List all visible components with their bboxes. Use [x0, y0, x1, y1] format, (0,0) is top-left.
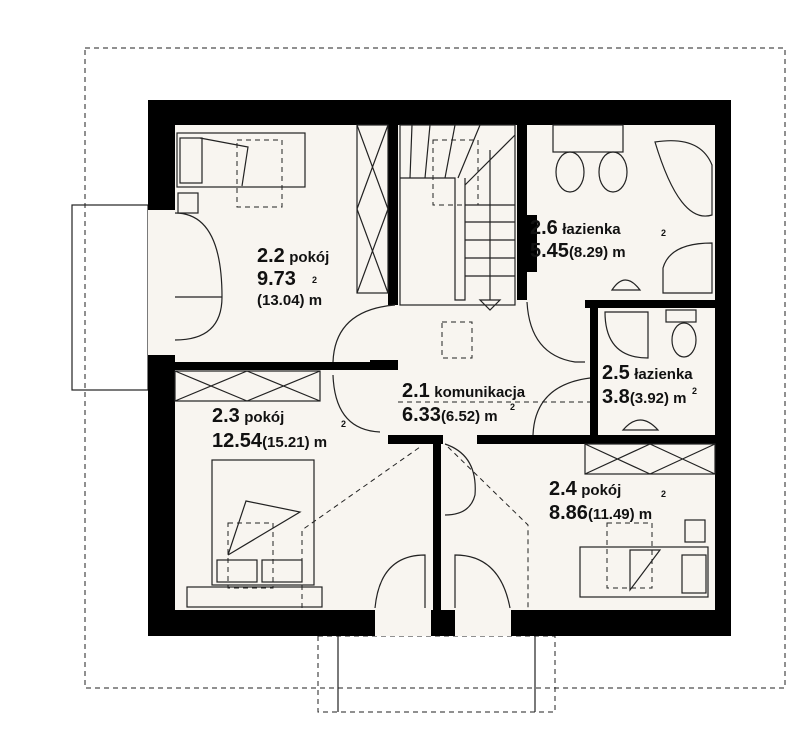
room-number: 2.4 — [549, 478, 578, 500]
room-area-gross: (8.29) m — [569, 244, 626, 261]
room-label-2-1: 2.1 komunikacja 6.33(6.52) m 2 — [402, 380, 526, 426]
room-number: 2.5 — [602, 362, 630, 384]
bed — [176, 132, 306, 214]
room-number: 2.1 — [402, 380, 430, 402]
unit-superscript: 2 — [312, 275, 317, 285]
room-area: 6.33 — [402, 404, 441, 426]
room-area-gross: (3.92) m — [630, 390, 687, 407]
bathroom-fixtures — [552, 124, 713, 431]
room-label-2-2: 2.2 pokój 9.73 (13.04) m 2 — [257, 245, 329, 309]
svg-text:2.6 łazienka: 2.6 łazienka — [530, 217, 621, 239]
room-number: 2.2 — [257, 245, 285, 267]
room-number: 2.3 — [212, 405, 240, 427]
window-opening — [375, 608, 431, 636]
double-bed — [186, 459, 323, 608]
room-name: pokój — [289, 249, 329, 266]
room-area-gross: (6.52) m — [441, 408, 498, 425]
unit-superscript: 2 — [341, 419, 346, 429]
svg-text:8.86(11.49) m: 8.86(11.49) m — [549, 502, 652, 524]
room-name: komunikacja — [434, 384, 526, 401]
roof-outline — [84, 47, 786, 689]
room-area: 5.45 — [530, 240, 569, 262]
svg-text:6.33(6.52) m: 6.33(6.52) m — [402, 404, 498, 426]
wardrobe — [174, 124, 716, 475]
unit-superscript: 2 — [661, 228, 666, 238]
room-area: 9.73 — [257, 268, 296, 290]
interior-walls — [175, 125, 715, 610]
unit-superscript: 2 — [510, 402, 515, 412]
room-name: pokój — [581, 482, 621, 499]
room-area-gross: (11.49) m — [588, 506, 652, 523]
bed — [579, 519, 709, 598]
attic-hatch — [441, 321, 473, 359]
room-name: łazienka — [562, 221, 621, 238]
svg-text:3.8(3.92) m: 3.8(3.92) m — [602, 386, 687, 408]
svg-text:12.54(15.21) m: 12.54(15.21) m — [212, 430, 327, 452]
svg-text:5.45(8.29) m: 5.45(8.29) m — [530, 240, 626, 262]
svg-text:2.2 pokój: 2.2 pokój — [257, 245, 329, 267]
room-label-2-4: 2.4 pokój 8.86(11.49) m 2 — [549, 478, 666, 524]
room-name: pokój — [244, 409, 284, 426]
room-number: 2.6 — [530, 217, 558, 239]
unit-superscript: 2 — [661, 489, 666, 499]
staircase — [399, 124, 516, 311]
room-area: 3.8 — [602, 386, 630, 408]
room-area: 8.86 — [549, 502, 588, 524]
entrance-roof-outline — [317, 635, 556, 713]
unit-superscript: 2 — [692, 386, 697, 396]
doors — [174, 212, 591, 609]
room-area-gross: (13.04) m — [257, 292, 322, 309]
room-label-2-5: 2.5 łazienka 3.8(3.92) m 2 — [602, 362, 697, 408]
window-opening — [455, 608, 511, 636]
room-area-gross: (15.21) m — [262, 434, 327, 451]
room-label-2-3: 2.3 pokój 12.54(15.21) m 2 — [212, 405, 346, 452]
room-name: łazienka — [634, 366, 693, 383]
balcony-door-opening — [148, 210, 175, 355]
svg-text:2.1 komunikacja: 2.1 komunikacja — [402, 380, 526, 402]
svg-text:2.5 łazienka: 2.5 łazienka — [602, 362, 693, 384]
svg-text:2.3 pokój: 2.3 pokój — [212, 405, 284, 427]
room-label-2-6: 2.6 łazienka 5.45(8.29) m 2 — [530, 217, 666, 262]
svg-text:2.4 pokój: 2.4 pokój — [549, 478, 621, 500]
balcony-outline — [71, 204, 149, 391]
room-area: 12.54 — [212, 430, 263, 452]
